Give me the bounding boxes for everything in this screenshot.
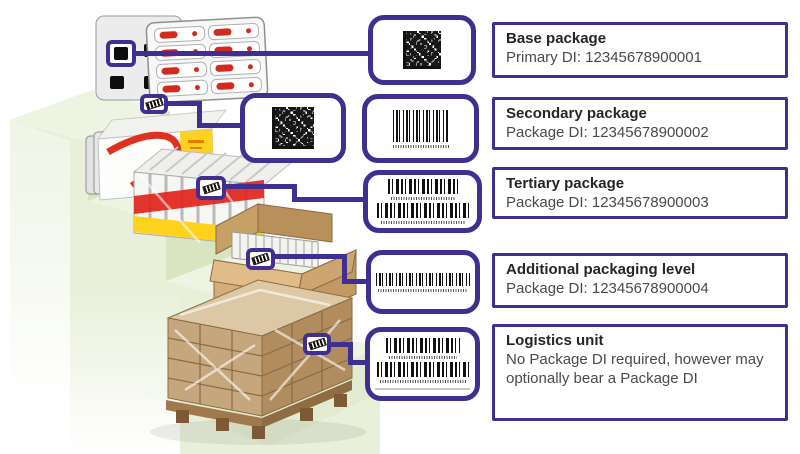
label-box-logistics-unit: Logistics unit No Package DI required, h… — [492, 324, 788, 421]
level-title: Secondary package — [506, 105, 647, 122]
level-title: Tertiary package — [506, 175, 625, 192]
connector-line — [348, 342, 353, 365]
linear-barcode-icon — [392, 109, 449, 142]
barcode-marker-icon — [201, 181, 221, 195]
callout-logistics-barcodes — [365, 327, 480, 401]
label-edge-line — [375, 388, 470, 390]
connector-line — [348, 360, 367, 365]
connector-line — [342, 279, 368, 284]
level-title: Additional packaging level — [506, 261, 696, 278]
datamatrix-icon — [403, 31, 441, 69]
barcode-marker-icon — [251, 252, 270, 266]
linear-barcode-icon — [385, 338, 460, 353]
barcode-digits — [379, 380, 466, 383]
barcode-marker-additional — [246, 248, 275, 270]
linear-barcode-icon — [376, 362, 469, 377]
barcode-marker-logistics — [303, 333, 331, 355]
connector-line — [342, 254, 347, 284]
barcode-marker-icon — [144, 97, 164, 111]
barcode-digits — [378, 288, 468, 292]
callout-base-datamatrix — [368, 15, 476, 85]
label-box-secondary-package: Secondary package Package DI: 1234567890… — [492, 97, 788, 150]
label-box-base-package: Base package Primary DI: 12345678900001 — [492, 22, 788, 78]
callout-tertiary-barcodes — [363, 170, 482, 233]
datamatrix-icon — [272, 107, 314, 149]
level-title: Logistics unit — [506, 332, 604, 349]
level-detail: Package DI: 12345678900002 — [506, 124, 709, 141]
barcode-digits — [390, 197, 455, 200]
level-detail: Primary DI: 12345678900001 — [506, 49, 702, 66]
level-detail: Package DI: 12345678900003 — [506, 194, 709, 211]
barcode-digits — [380, 221, 465, 224]
connector-line — [292, 184, 297, 202]
connector-line — [292, 197, 365, 202]
connector-line — [134, 51, 370, 56]
packaging-staircase-illustration — [0, 15, 436, 454]
label-box-tertiary-package: Tertiary package Package DI: 12345678900… — [492, 167, 788, 219]
datamatrix-marker — [106, 40, 136, 67]
connector-line — [329, 342, 353, 347]
level-detail: No Package DI required, however may opti… — [506, 351, 764, 387]
barcode-digits — [392, 144, 449, 148]
label-box-additional-packaging: Additional packaging level Package DI: 1… — [492, 253, 788, 308]
connector-line — [197, 101, 202, 128]
connector-line — [273, 254, 347, 259]
linear-barcode-icon — [376, 272, 470, 286]
level-title: Base package — [506, 30, 607, 47]
barcode-marker-secondary — [140, 94, 168, 114]
callout-secondary-datamatrix — [240, 93, 346, 163]
connector-line — [197, 123, 242, 128]
connector-line — [224, 184, 297, 189]
level-detail: Package DI: 12345678900004 — [506, 280, 709, 297]
barcode-marker-tertiary — [196, 176, 226, 200]
callout-additional-barcode — [366, 250, 480, 314]
connector-line — [166, 101, 202, 106]
linear-barcode-icon — [376, 203, 469, 218]
datamatrix-marker-icon — [114, 47, 128, 60]
linear-barcode-icon — [387, 179, 458, 194]
barcode-marker-icon — [307, 337, 327, 351]
barcode-digits — [388, 356, 457, 359]
callout-secondary-barcode — [362, 94, 479, 163]
